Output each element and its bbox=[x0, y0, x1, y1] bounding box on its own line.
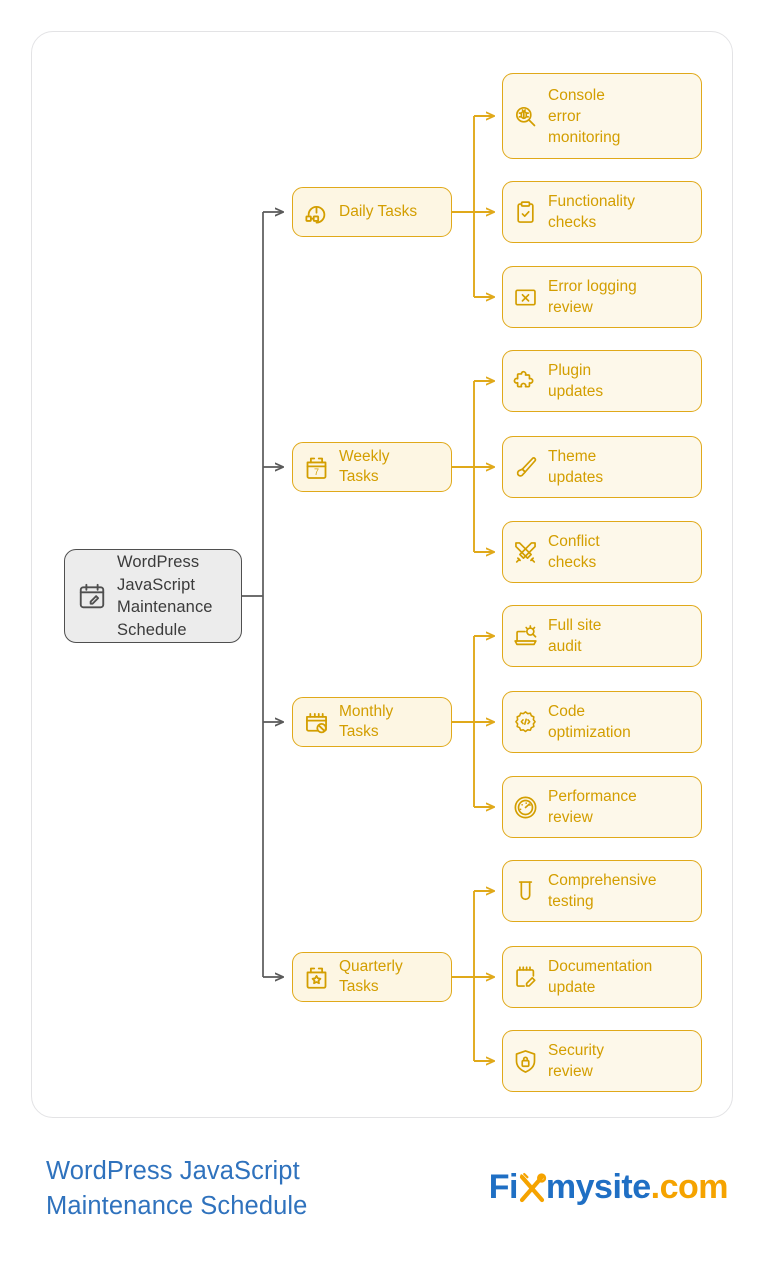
leaf-label: Comprehensive testing bbox=[548, 872, 657, 910]
leaf-label: Code optimization bbox=[548, 703, 631, 741]
leaf-label: Performance review bbox=[548, 788, 637, 826]
leaf-node-error-logging-review[interactable]: Error logging review bbox=[502, 266, 702, 328]
x-box-icon bbox=[512, 284, 539, 311]
branch-node-daily[interactable]: Daily Tasks bbox=[292, 187, 452, 237]
logo-text-fi: Fi bbox=[488, 1168, 519, 1206]
puzzle-piece-icon bbox=[512, 368, 539, 395]
leaf-label: Functionality checks bbox=[548, 193, 636, 231]
calendar-star-icon bbox=[303, 964, 330, 991]
leaf-label: Full site audit bbox=[548, 617, 602, 655]
paint-brush-icon bbox=[512, 454, 539, 481]
calendar-edit-icon bbox=[77, 581, 107, 611]
leaf-node-console-error-monitoring[interactable]: Console error monitoring bbox=[502, 73, 702, 159]
branch-node-quarterly[interactable]: Quarterly Tasks bbox=[292, 952, 452, 1002]
logo-text-mysite: mysite bbox=[545, 1168, 651, 1206]
test-tube-icon bbox=[512, 878, 539, 905]
branch-node-weekly[interactable]: 7 Weekly Tasks bbox=[292, 442, 452, 492]
leaf-label: Console error monitoring bbox=[548, 86, 621, 146]
leaf-node-functionality-checks[interactable]: Functionality checks bbox=[502, 181, 702, 243]
leaf-node-code-optimization[interactable]: Code optimization bbox=[502, 691, 702, 753]
gear-code-icon bbox=[512, 709, 539, 736]
clipboard-check-icon bbox=[512, 199, 539, 226]
gauge-icon bbox=[512, 794, 539, 821]
leaf-node-theme-updates[interactable]: Theme updates bbox=[502, 436, 702, 498]
clock-day-icon bbox=[303, 199, 330, 226]
calendar-seven-icon: 7 bbox=[303, 454, 330, 481]
leaf-label: Error logging review bbox=[548, 278, 637, 316]
root-label: WordPress JavaScript Maintenance Schedul… bbox=[117, 553, 213, 639]
leaf-label: Theme updates bbox=[548, 448, 604, 486]
branch-label: Monthly Tasks bbox=[339, 703, 394, 740]
leaf-node-security-review[interactable]: Security review bbox=[502, 1030, 702, 1092]
crossed-swords-icon bbox=[512, 539, 539, 566]
fixmysite-logo[interactable]: Fi mysite .com bbox=[488, 1166, 729, 1208]
leaf-node-comprehensive-testing[interactable]: Comprehensive testing bbox=[502, 860, 702, 922]
logo-text-dotcom: .com bbox=[650, 1168, 729, 1206]
leaf-label: Security review bbox=[548, 1042, 604, 1080]
crossed-tools-x-icon bbox=[517, 1171, 547, 1205]
shield-lock-icon bbox=[512, 1048, 539, 1075]
footer: WordPress JavaScript Maintenance Schedul… bbox=[0, 1140, 768, 1250]
svg-text:7: 7 bbox=[314, 466, 319, 476]
calendar-block-icon bbox=[303, 709, 330, 736]
leaf-label: Documentation update bbox=[548, 958, 653, 996]
note-edit-icon bbox=[512, 964, 539, 991]
leaf-node-full-site-audit[interactable]: Full site audit bbox=[502, 605, 702, 667]
branch-label: Quarterly Tasks bbox=[339, 958, 403, 995]
branch-node-monthly[interactable]: Monthly Tasks bbox=[292, 697, 452, 747]
leaf-label: Conflict checks bbox=[548, 533, 600, 571]
bug-search-icon bbox=[512, 103, 539, 130]
branch-label: Weekly Tasks bbox=[339, 448, 390, 485]
laptop-search-icon bbox=[512, 623, 539, 650]
root-node[interactable]: WordPress JavaScript Maintenance Schedul… bbox=[64, 549, 242, 643]
leaf-node-performance-review[interactable]: Performance review bbox=[502, 776, 702, 838]
leaf-node-documentation-update[interactable]: Documentation update bbox=[502, 946, 702, 1008]
leaf-label: Plugin updates bbox=[548, 362, 604, 400]
branch-label: Daily Tasks bbox=[339, 203, 418, 220]
leaf-node-conflict-checks[interactable]: Conflict checks bbox=[502, 521, 702, 583]
leaf-node-plugin-updates[interactable]: Plugin updates bbox=[502, 350, 702, 412]
page-title: WordPress JavaScript Maintenance Schedul… bbox=[46, 1157, 308, 1220]
